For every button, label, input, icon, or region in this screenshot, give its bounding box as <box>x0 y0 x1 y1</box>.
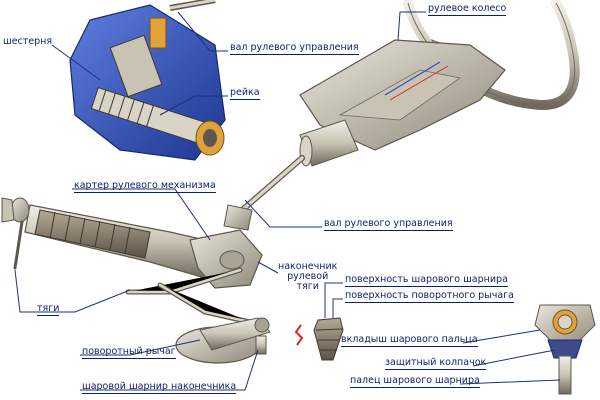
cutaway-inset-drawing <box>69 0 226 161</box>
label-steering-shaft-top: вал рулевого управления <box>230 42 359 55</box>
label-steering-shaft-mid: вал рулевого управления <box>324 218 453 231</box>
label-ball-pin-insert: вкладыш шарового пальца <box>341 334 478 347</box>
leader-lines <box>14 11 561 391</box>
label-tie-rod-end-ball-joint: шаровой шарнир наконечника <box>82 381 237 394</box>
rack-housing-drawing <box>1 197 263 289</box>
label-pivot-arm-surface: поверхность поворотного рычага <box>345 290 514 303</box>
label-protective-cap: защитный колпачок <box>385 357 487 370</box>
label-tie-rod-end-line-1: наконечник <box>278 261 338 272</box>
label-ball-joint-surface: поверхность шарового шарнира <box>345 274 508 287</box>
label-steering-wheel: рулевое колесо <box>428 3 507 16</box>
label-tie-rods: тяги <box>37 303 60 316</box>
label-tie-rod-end-line-2: рулевой <box>287 271 329 282</box>
label-rack: рейка <box>230 87 260 100</box>
ball-pin-drawing <box>313 317 344 361</box>
tie-rods-drawing <box>13 220 253 325</box>
steering-column-drawing <box>299 39 506 167</box>
ball-joint-section-drawing <box>534 304 596 395</box>
label-tie-rod-end: наконечник рулевой тяги <box>278 262 337 292</box>
intermediate-shaft-drawing <box>223 155 305 231</box>
rack-boot-drawing <box>34 209 151 259</box>
knuckle-arm-drawing <box>175 317 271 364</box>
label-ball-joint-pin: палец шарового шарнира <box>350 375 480 388</box>
label-tie-rod-end-line-3: тяги <box>296 281 319 292</box>
label-pivot-arm: поворотный рычаг <box>82 346 176 359</box>
label-pinion: шестерня <box>3 36 53 47</box>
red-zigzag-mark <box>294 324 304 346</box>
label-housing: картер рулевого механизма <box>74 180 216 193</box>
